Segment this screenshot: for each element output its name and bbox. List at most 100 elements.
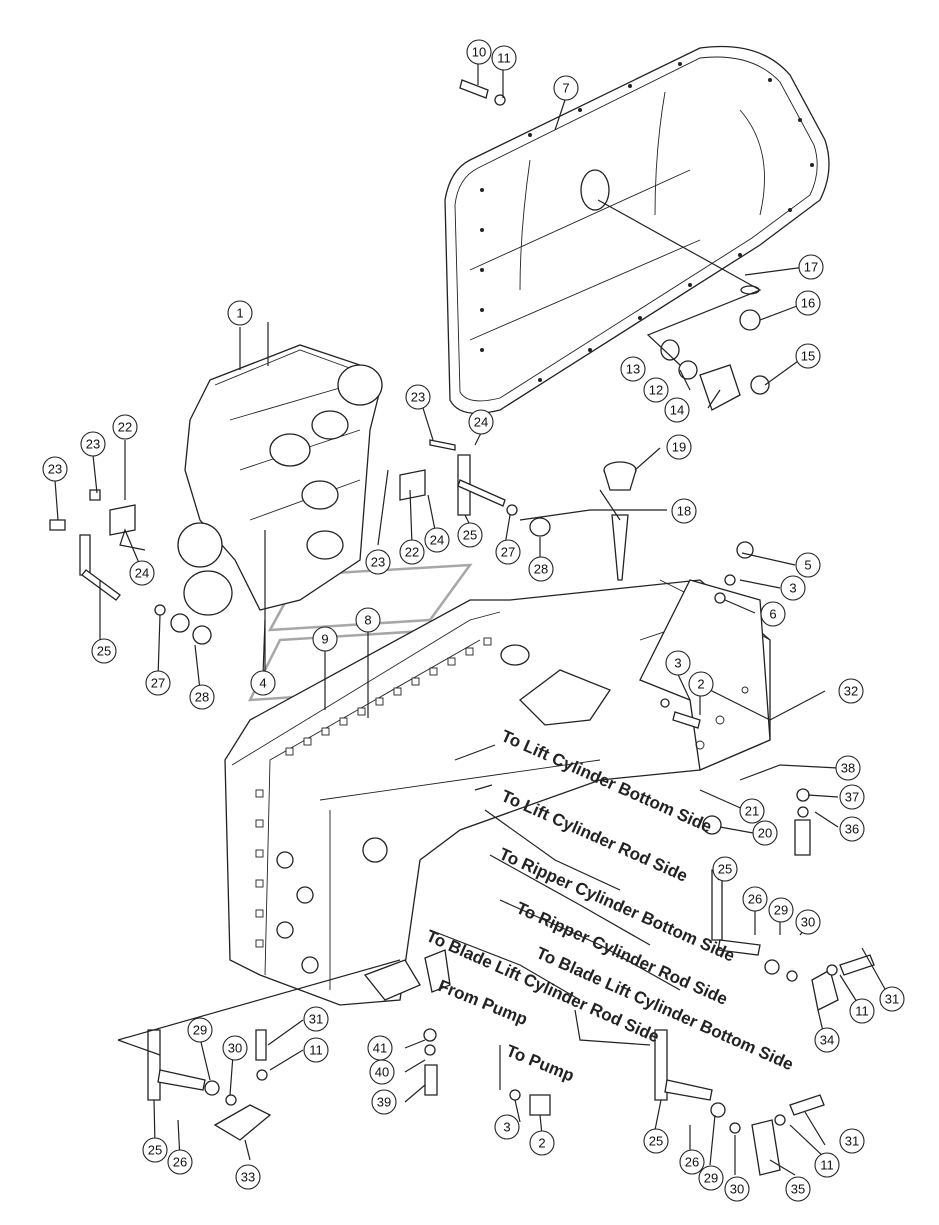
callout-38: 38 bbox=[835, 755, 861, 781]
svg-text:37: 37 bbox=[845, 790, 859, 805]
callout-24: 24 bbox=[129, 560, 155, 586]
hydraulic-tank bbox=[224, 579, 771, 1006]
callout-30: 30 bbox=[222, 1035, 248, 1061]
callout-18: 18 bbox=[671, 498, 697, 524]
svg-text:23: 23 bbox=[86, 437, 100, 452]
svg-text:3: 3 bbox=[674, 656, 681, 671]
callout-34: 34 bbox=[814, 1027, 840, 1053]
svg-text:14: 14 bbox=[670, 403, 684, 418]
callout-23: 23 bbox=[80, 431, 106, 457]
callout-23: 23 bbox=[365, 549, 391, 575]
svg-text:25: 25 bbox=[463, 528, 477, 543]
svg-text:26: 26 bbox=[173, 1155, 187, 1170]
svg-text:22: 22 bbox=[405, 545, 419, 560]
callouts: 1 2 2 3 3 3 4 5 6 7 8 9 10 11 11 11 11 1… bbox=[42, 39, 905, 1202]
svg-text:29: 29 bbox=[704, 1171, 718, 1186]
svg-text:7: 7 bbox=[562, 81, 569, 96]
svg-text:24: 24 bbox=[135, 566, 149, 581]
callout-31: 31 bbox=[879, 986, 905, 1012]
callout-37: 37 bbox=[839, 784, 865, 810]
svg-text:13: 13 bbox=[626, 362, 640, 377]
svg-text:33: 33 bbox=[241, 1170, 255, 1185]
small-parts bbox=[49, 79, 875, 1176]
callout-26: 26 bbox=[742, 886, 768, 912]
svg-text:12: 12 bbox=[649, 383, 663, 398]
svg-text:31: 31 bbox=[845, 1134, 859, 1149]
callout-20: 20 bbox=[752, 820, 778, 846]
callout-3: 3 bbox=[665, 650, 691, 676]
callout-35: 35 bbox=[785, 1176, 811, 1202]
svg-text:11: 11 bbox=[497, 51, 511, 66]
svg-text:10: 10 bbox=[472, 45, 486, 60]
callout-29: 29 bbox=[698, 1165, 724, 1191]
callout-2: 2 bbox=[529, 1130, 555, 1156]
svg-text:25: 25 bbox=[649, 1134, 663, 1149]
svg-text:23: 23 bbox=[411, 390, 425, 405]
callout-11: 11 bbox=[491, 45, 517, 71]
callout-9: 9 bbox=[312, 626, 338, 652]
callout-7: 7 bbox=[553, 75, 579, 101]
svg-text:31: 31 bbox=[885, 992, 899, 1007]
svg-text:23: 23 bbox=[48, 462, 62, 477]
svg-text:30: 30 bbox=[228, 1041, 242, 1056]
label-to-pump: To Pump bbox=[504, 1041, 577, 1085]
callout-29: 29 bbox=[187, 1017, 213, 1043]
callout-26: 26 bbox=[167, 1149, 193, 1175]
callout-39: 39 bbox=[371, 1089, 397, 1115]
callout-24: 24 bbox=[468, 409, 494, 435]
callout-27: 27 bbox=[495, 539, 521, 565]
svg-text:11: 11 bbox=[855, 1004, 869, 1019]
callout-19: 19 bbox=[666, 434, 692, 460]
svg-text:35: 35 bbox=[791, 1182, 805, 1197]
callout-23: 23 bbox=[42, 456, 68, 482]
callout-2: 2 bbox=[688, 671, 714, 697]
callout-41: 41 bbox=[367, 1035, 393, 1061]
svg-text:39: 39 bbox=[377, 1095, 391, 1110]
svg-text:21: 21 bbox=[745, 804, 759, 819]
tank-cover bbox=[444, 45, 830, 414]
svg-text:19: 19 bbox=[672, 440, 686, 455]
callout-3: 3 bbox=[780, 575, 806, 601]
svg-text:40: 40 bbox=[375, 1065, 389, 1080]
callout-31: 31 bbox=[839, 1128, 865, 1154]
callout-32: 32 bbox=[838, 678, 864, 704]
callout-8: 8 bbox=[355, 607, 381, 633]
svg-text:41: 41 bbox=[373, 1041, 387, 1056]
svg-text:36: 36 bbox=[845, 822, 859, 837]
callout-25: 25 bbox=[457, 522, 483, 548]
svg-text:18: 18 bbox=[677, 504, 691, 519]
callout-15: 15 bbox=[795, 343, 821, 369]
svg-text:2: 2 bbox=[697, 677, 704, 692]
callout-40: 40 bbox=[369, 1059, 395, 1085]
callout-25: 25 bbox=[712, 856, 738, 882]
callout-10: 10 bbox=[466, 39, 492, 65]
svg-text:5: 5 bbox=[804, 558, 811, 573]
svg-text:29: 29 bbox=[774, 903, 788, 918]
svg-text:24: 24 bbox=[430, 533, 444, 548]
svg-text:11: 11 bbox=[309, 1043, 323, 1058]
callout-28: 28 bbox=[189, 684, 215, 710]
callout-16: 16 bbox=[795, 290, 821, 316]
callout-13: 13 bbox=[620, 356, 646, 382]
svg-text:25: 25 bbox=[97, 644, 111, 659]
svg-text:30: 30 bbox=[730, 1182, 744, 1197]
callout-31: 31 bbox=[303, 1006, 329, 1032]
callout-11: 11 bbox=[814, 1152, 840, 1178]
callout-22: 22 bbox=[112, 414, 138, 440]
svg-text:2: 2 bbox=[538, 1136, 545, 1151]
svg-text:26: 26 bbox=[685, 1155, 699, 1170]
callout-25: 25 bbox=[91, 638, 117, 664]
svg-text:28: 28 bbox=[195, 690, 209, 705]
svg-text:15: 15 bbox=[801, 349, 815, 364]
callout-33: 33 bbox=[235, 1164, 261, 1190]
svg-text:16: 16 bbox=[801, 296, 815, 311]
svg-text:30: 30 bbox=[801, 915, 815, 930]
callout-17: 17 bbox=[798, 254, 824, 280]
callout-23: 23 bbox=[405, 384, 431, 410]
callout-4: 4 bbox=[250, 670, 276, 696]
leader-lines bbox=[54, 63, 891, 1176]
svg-text:32: 32 bbox=[844, 684, 858, 699]
callout-25: 25 bbox=[643, 1128, 669, 1154]
svg-text:38: 38 bbox=[841, 761, 855, 776]
